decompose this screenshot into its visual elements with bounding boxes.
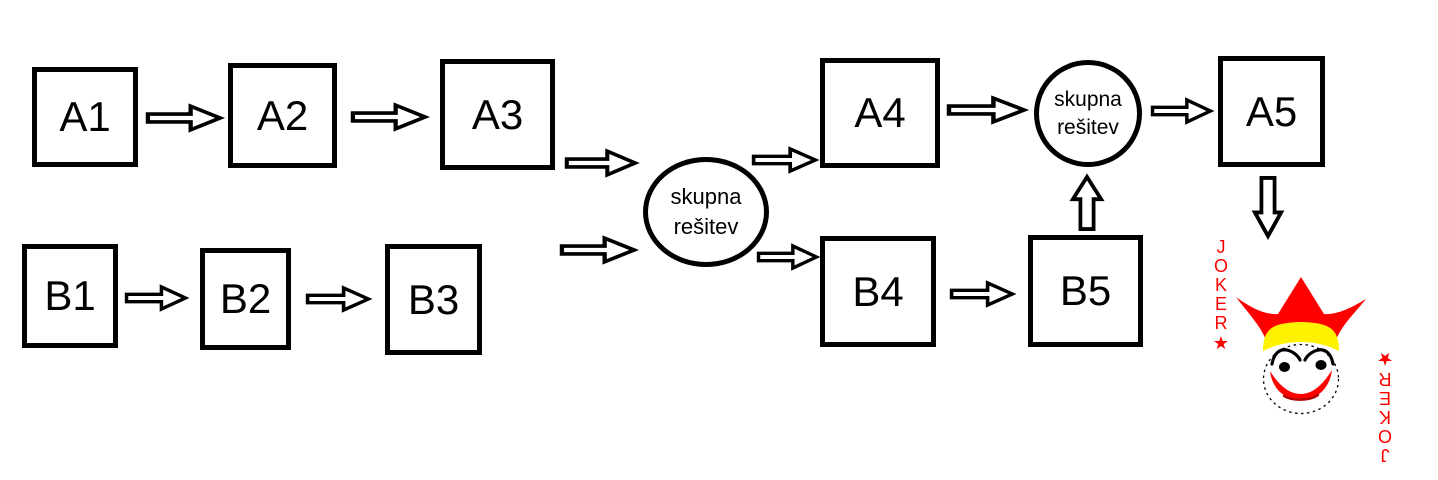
arrow-solution1-to-b4 bbox=[756, 243, 821, 271]
joker-left-eyebrow bbox=[1270, 348, 1302, 366]
joker-letter: O bbox=[1213, 256, 1228, 276]
box-b2: B2 bbox=[200, 248, 291, 350]
box-b1: B1 bbox=[22, 244, 118, 348]
joker-letter: E bbox=[1379, 388, 1392, 408]
joker-letter: R bbox=[1214, 313, 1228, 333]
joker-smile bbox=[1270, 370, 1332, 400]
joker-face bbox=[1236, 277, 1366, 415]
arrow-b4-to-b5 bbox=[949, 280, 1017, 308]
circle-joint-solution-1: skupna rešitev bbox=[643, 157, 769, 267]
joker-left-eye bbox=[1279, 362, 1290, 372]
box-a2: A2 bbox=[228, 63, 337, 168]
box-b5: B5 bbox=[1028, 235, 1143, 347]
arrow-a4-to-solution2 bbox=[946, 95, 1030, 125]
box-a4: A4 bbox=[820, 58, 940, 168]
arrow-b1-to-b2 bbox=[124, 284, 190, 312]
arrow-a5-to-joker bbox=[1251, 176, 1285, 240]
joker-letter: J bbox=[1216, 237, 1226, 257]
arrow-solution2-to-a5 bbox=[1150, 97, 1215, 125]
arrow-a3-to-solution1 bbox=[564, 148, 640, 178]
joker-letter: E bbox=[1214, 294, 1227, 314]
joker-letter: K bbox=[1379, 407, 1392, 427]
box-a3: A3 bbox=[440, 59, 555, 170]
box-b3: B3 bbox=[385, 244, 482, 355]
joker-hat-band bbox=[1263, 322, 1339, 351]
arrow-a2-to-a3 bbox=[350, 102, 431, 132]
star-icon: ★ bbox=[1376, 349, 1394, 369]
arrow-solution1-to-a4 bbox=[751, 146, 820, 174]
joker-word-right: J O K E R ★ bbox=[1370, 349, 1400, 465]
box-a2-label: A2 bbox=[256, 91, 309, 139]
box-a1: A1 bbox=[32, 67, 138, 167]
box-a4-label: A4 bbox=[854, 89, 906, 136]
joker-letter: R bbox=[1378, 369, 1392, 389]
joker-right-eye bbox=[1315, 360, 1327, 370]
joker-hat-icon bbox=[1236, 277, 1366, 340]
box-b4: B4 bbox=[820, 236, 936, 347]
circle-1-text-line1: skupna bbox=[670, 184, 742, 209]
box-b1-label: B1 bbox=[44, 272, 96, 319]
circle-2-text-line1: skupna bbox=[1054, 87, 1122, 111]
joker-letter: J bbox=[1380, 445, 1390, 465]
circle-joint-solution-2: skupna rešitev bbox=[1034, 60, 1142, 167]
circle-1-text-line2: rešitev bbox=[673, 214, 739, 239]
joker-letter: K bbox=[1214, 275, 1227, 295]
arrow-b5-to-solution2 bbox=[1069, 173, 1105, 231]
box-a5: A5 bbox=[1218, 56, 1325, 167]
circle-2-text-line2: rešitev bbox=[1057, 115, 1119, 139]
box-a5-label: A5 bbox=[1245, 87, 1298, 135]
box-b5-label: B5 bbox=[1059, 267, 1112, 314]
box-a3-label: A3 bbox=[471, 90, 524, 138]
joker-word-left: J O K E R ★ bbox=[1206, 237, 1236, 354]
joker-right-eyebrow bbox=[1303, 348, 1335, 366]
box-b3-label: B3 bbox=[407, 275, 460, 323]
star-icon: ★ bbox=[1212, 333, 1230, 353]
joker-letter: O bbox=[1378, 426, 1393, 446]
box-b4-label: B4 bbox=[852, 267, 904, 315]
joker-lip-line bbox=[1282, 393, 1320, 401]
box-b2-label: B2 bbox=[219, 275, 272, 322]
arrow-a1-to-a2 bbox=[145, 103, 226, 133]
arrow-b3-to-solution1 bbox=[559, 235, 640, 265]
box-a1-label: A1 bbox=[59, 93, 111, 140]
arrow-b2-to-b3 bbox=[305, 285, 373, 313]
